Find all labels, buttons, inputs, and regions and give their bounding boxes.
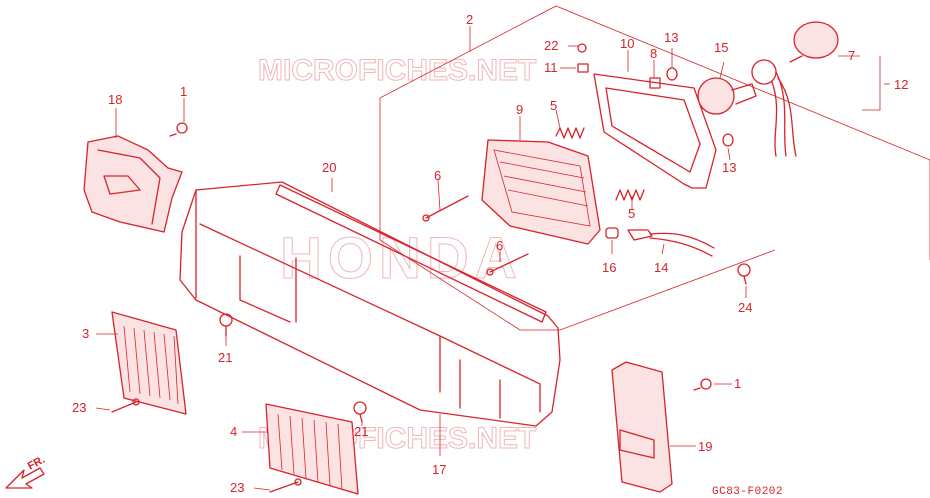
part-15-headlight-bulb — [697, 77, 757, 115]
part-23-screw-bottom — [269, 478, 302, 493]
callout-19: 19 — [698, 439, 712, 454]
part-9-headlight-unit — [481, 139, 601, 245]
callout-5: 5 — [550, 98, 557, 113]
part-22-screw — [577, 43, 587, 53]
part-5-spring-lower — [615, 189, 645, 201]
callout-15: 15 — [714, 40, 728, 55]
callout-11: 11 — [544, 60, 558, 75]
part-5-spring-upper — [555, 127, 585, 139]
part-10-headlight-rim — [593, 73, 717, 189]
callout-5: 5 — [628, 206, 635, 221]
callout-13: 13 — [664, 30, 678, 45]
callout-22: 22 — [544, 38, 558, 53]
callout-13: 13 — [722, 160, 736, 175]
callout-9: 9 — [516, 102, 523, 117]
part-6-adjusting-bolt-upper — [422, 195, 469, 222]
part-14-position-socket — [627, 229, 715, 257]
part-6-adjusting-bolt-lower — [486, 253, 529, 276]
watermark-brand: HONDA — [280, 226, 523, 291]
part-24-bolt — [737, 263, 751, 285]
watermark-site-top: MICROFICHES.NET — [258, 54, 536, 87]
callout-24: 24 — [738, 300, 752, 315]
part-19-side-cover-right — [611, 361, 673, 493]
callout-17: 17 — [432, 462, 446, 477]
callouts: 18 1 2 3 4 5 5 6 6 7 8 9 10 11 12 13 13 … — [72, 12, 908, 495]
part-1-bolt-left — [169, 122, 188, 137]
assembly-boundary — [379, 5, 930, 331]
callout-20: 20 — [322, 160, 336, 175]
part-7-dust-cover — [789, 21, 839, 63]
part-1-bolt-right — [693, 378, 712, 391]
front-direction-arrow: FR. — [5, 454, 47, 489]
callout-14: 14 — [654, 260, 668, 275]
callout-1: 1 — [734, 376, 741, 391]
callout-7: 7 — [848, 48, 855, 63]
callout-21: 21 — [354, 424, 368, 439]
part-18-side-cover-left — [83, 135, 183, 233]
callout-2: 2 — [466, 12, 473, 27]
part-21-bolt-left — [219, 313, 233, 337]
part-21-bolt-right — [353, 401, 367, 423]
callout-12: 12 — [894, 77, 908, 92]
part-13-grommet-upper — [666, 67, 678, 81]
part-17-headlight-case — [179, 181, 561, 427]
callout-10: 10 — [620, 36, 634, 51]
front-marker-label: FR. — [26, 454, 47, 473]
callout-4: 4 — [230, 424, 237, 439]
callout-16: 16 — [602, 260, 616, 275]
callout-3: 3 — [82, 326, 89, 341]
callout-23: 23 — [72, 400, 86, 415]
callout-6: 6 — [496, 238, 503, 253]
part-23-screw-left — [111, 398, 140, 413]
callout-18: 18 — [108, 92, 122, 107]
callout-1: 1 — [180, 84, 187, 99]
part-11-nut — [577, 63, 589, 73]
callout-6: 6 — [434, 168, 441, 183]
callout-8: 8 — [650, 46, 657, 61]
part-16-position-bulb — [605, 227, 619, 239]
part-13-grommet-lower — [722, 133, 734, 147]
leader-lines — [95, 26, 890, 491]
part-12-socket-harness — [751, 59, 797, 157]
callout-23: 23 — [230, 480, 244, 495]
part-3-grille-left — [111, 311, 187, 415]
callout-21: 21 — [218, 350, 232, 365]
part-4-grille-bottom — [265, 403, 359, 495]
diagram-code: GC83-F0202 — [712, 486, 783, 498]
part-8-clip — [649, 77, 661, 89]
